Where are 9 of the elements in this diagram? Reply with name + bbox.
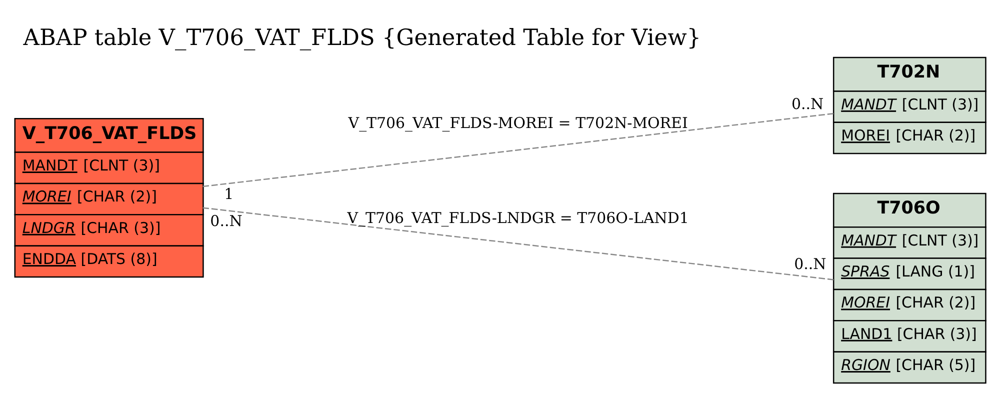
label: 0..N: [791, 94, 824, 113]
edge-label: V_T706_VAT_FLDS-LNDGR = T706O-LAND1: [347, 208, 689, 227]
label: 1: [224, 184, 234, 203]
diagram-title: ABAP table V_T706_VAT_FLDS {Generated Table for View}: [23, 24, 702, 51]
connector: [202, 207, 834, 280]
label: 0..N: [210, 212, 242, 230]
edge-label: V_T706_VAT_FLDS-MOREI = T702N-MOREI: [348, 114, 688, 132]
label: 0..N: [794, 255, 826, 274]
connector: [202, 112, 834, 188]
